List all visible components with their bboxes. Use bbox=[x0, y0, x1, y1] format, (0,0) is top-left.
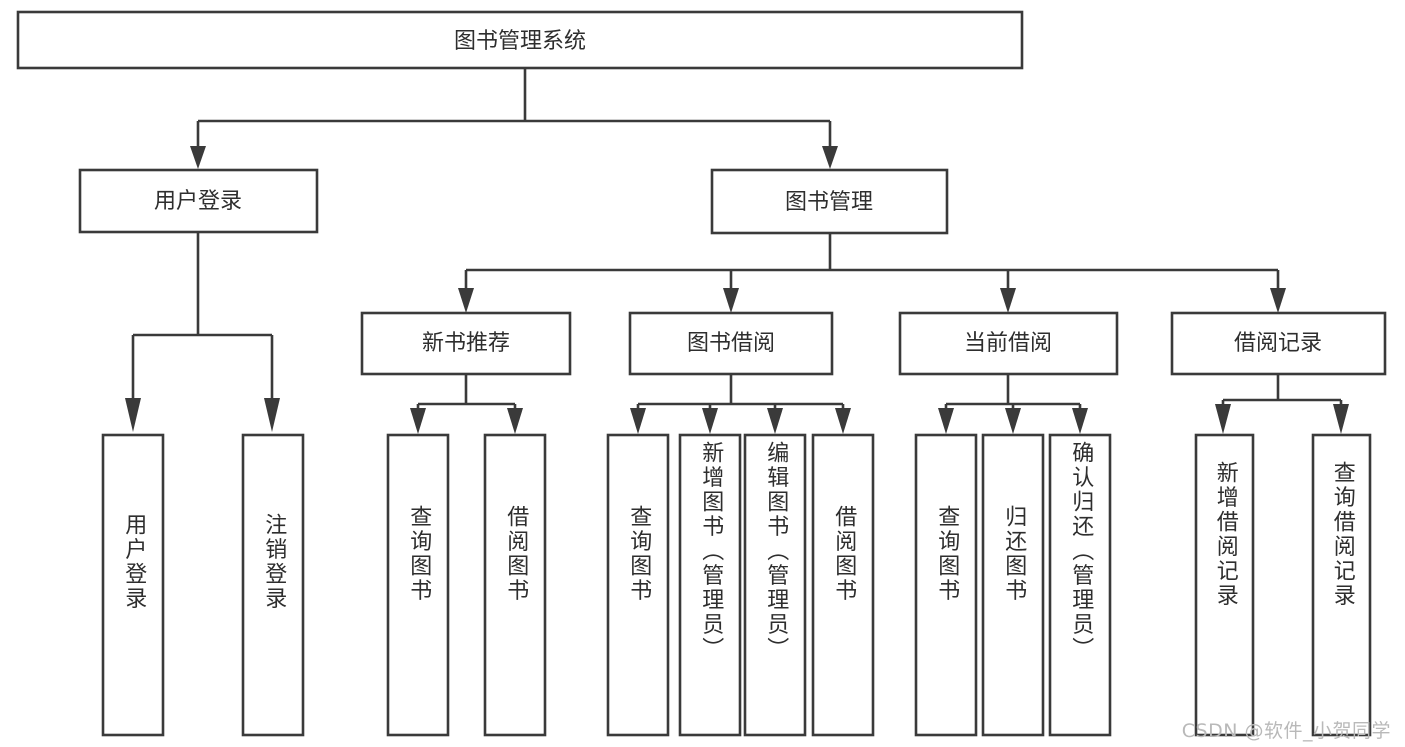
node-book-management[interactable]: 图书管理 bbox=[710, 168, 949, 235]
arrow-icon-leaf-query-book-b bbox=[630, 408, 646, 434]
leaf-box-user-login[interactable] bbox=[101, 433, 165, 737]
node-current-borrow[interactable]: 当前借阅 bbox=[898, 311, 1119, 376]
node-user-login[interactable]: 用户登录 bbox=[78, 168, 319, 234]
leaf-box-query-book-a[interactable] bbox=[386, 433, 450, 737]
arrow-icon-leaf-query-book-c bbox=[938, 408, 954, 434]
node-book-borrow-label: 图书借阅 bbox=[687, 331, 775, 356]
arrow-icon-to-current-borrow bbox=[1000, 288, 1016, 313]
arrow-icon-leaf-query-record bbox=[1333, 404, 1349, 434]
node-root-box[interactable] bbox=[16, 10, 1024, 70]
arrow-icon-to-book-borrow bbox=[723, 288, 739, 313]
arrow-icon-to-book-mgmt bbox=[822, 146, 838, 169]
node-user-login-label: 用户登录 bbox=[154, 189, 242, 214]
node-borrow-record-label: 借阅记录 bbox=[1234, 331, 1322, 356]
arrow-icon-to-new-book bbox=[458, 288, 474, 313]
arrow-icon-to-borrow-record bbox=[1270, 288, 1286, 313]
node-current-borrow-label: 当前借阅 bbox=[964, 331, 1052, 356]
node-book-management-box[interactable] bbox=[710, 168, 949, 235]
connector-layer bbox=[125, 68, 1349, 434]
node-book-borrow-box[interactable] bbox=[628, 311, 834, 376]
node-book-borrow[interactable]: 图书借阅 bbox=[628, 311, 834, 376]
leaf-box-layer bbox=[101, 433, 1372, 737]
node-new-book-recommend[interactable]: 新书推荐 bbox=[360, 311, 572, 376]
leaf-box-query-book-c[interactable] bbox=[914, 433, 978, 737]
arrow-icon-to-user-login bbox=[190, 146, 206, 169]
leaf-box-query-borrow-record[interactable] bbox=[1311, 433, 1372, 737]
node-new-book-recommend-box[interactable] bbox=[360, 311, 572, 376]
arrow-icon-leaf-add-record bbox=[1215, 404, 1231, 434]
node-borrow-record[interactable]: 借阅记录 bbox=[1170, 311, 1387, 376]
node-book-management-label: 图书管理 bbox=[785, 190, 873, 215]
leaf-box-query-book-b[interactable] bbox=[606, 433, 670, 737]
leaf-box-add-book[interactable] bbox=[678, 433, 742, 737]
leaf-box-borrow-book-b[interactable] bbox=[811, 433, 875, 737]
node-user-login-box[interactable] bbox=[78, 168, 319, 234]
node-root[interactable]: 图书管理系统 bbox=[16, 10, 1024, 70]
arrow-icon-leaf-query-book-a bbox=[410, 408, 426, 434]
leaf-box-borrow-book-a[interactable] bbox=[483, 433, 547, 737]
arrow-icon-leaf-edit-book bbox=[767, 408, 783, 434]
leaf-box-return-book[interactable] bbox=[981, 433, 1045, 737]
node-new-book-recommend-label: 新书推荐 bbox=[422, 331, 510, 356]
node-current-borrow-box[interactable] bbox=[898, 311, 1119, 376]
leaf-box-confirm-return[interactable] bbox=[1048, 433, 1112, 737]
node-borrow-record-box[interactable] bbox=[1170, 311, 1387, 376]
leaf-box-edit-book[interactable] bbox=[743, 433, 807, 737]
arrow-icon-leaf-user-login bbox=[125, 398, 141, 432]
leaf-box-logout[interactable] bbox=[241, 433, 305, 737]
watermark-text: CSDN @软件_小贺同学 bbox=[1181, 720, 1391, 742]
arrow-icon-leaf-logout bbox=[264, 398, 280, 432]
arrow-icon-leaf-borrow-book-a bbox=[507, 408, 523, 434]
node-root-label: 图书管理系统 bbox=[454, 29, 586, 54]
leaf-box-add-borrow-record[interactable] bbox=[1194, 433, 1255, 737]
arrow-icon-leaf-confirm-return bbox=[1072, 408, 1088, 434]
arrow-icon-leaf-add-book bbox=[702, 408, 718, 434]
arrow-icon-leaf-borrow-book-b bbox=[835, 408, 851, 434]
arrow-icon-leaf-return-book bbox=[1005, 408, 1021, 434]
